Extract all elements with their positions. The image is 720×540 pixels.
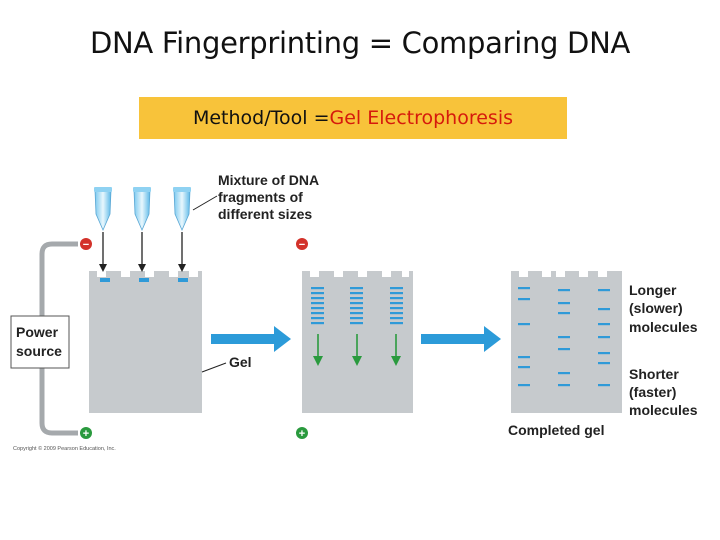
mixture-pointer-line [192,195,218,211]
loading-arrows [99,232,186,272]
shorter-label-2: (faster) [629,384,676,400]
power-source-label-1: Power [16,324,59,340]
gel-3 [511,271,622,413]
gel-2-negative-symbol: − [299,239,305,251]
process-arrow-2 [421,326,501,352]
method-banner: Method/Tool = Gel Electrophoresis [139,97,567,139]
mixture-label-1: Mixture of DNA [218,172,319,188]
longer-label-3: molecules [629,319,698,335]
method-prefix: Method/Tool = [192,107,330,129]
gel-2-negative-electrode [296,238,308,250]
gel-1-loaded-bands [100,278,188,282]
method-highlight: Gel Electrophoresis [329,107,514,129]
completed-gel-label: Completed gel [508,422,604,438]
shorter-label-1: Shorter [629,366,679,382]
gel-2-positive-symbol: + [299,428,305,440]
gel-1-well-band-1 [100,278,110,282]
longer-label-1: Longer [629,282,677,298]
gel-1-positive-electrode [80,427,92,439]
pipette-tube-2 [133,187,151,231]
gel-1-positive-symbol: + [83,428,89,440]
shorter-label-3: molecules [629,402,698,418]
gel-2-migrating-bands [311,287,403,325]
gel-pointer-line [201,362,227,373]
copyright-text: Copyright © 2009 Pearson Education, Inc. [13,445,116,452]
gel-3-separated-bands [518,287,610,387]
gel-label: Gel [229,354,252,370]
process-arrow-1 [211,326,291,352]
power-wire-top [39,241,78,316]
mixture-label-2: fragments of [218,189,303,205]
gel-1 [89,271,202,413]
slide-title: DNA Fingerprinting = Comparing DNA [89,26,631,60]
gel-1-negative-symbol: − [83,239,89,251]
gel-1-well-band-3 [178,278,188,282]
pipette-tube-3 [173,187,191,231]
pipette-tube-1 [94,187,112,231]
longer-label-2: (slower) [629,300,683,316]
power-source-label-2: source [16,343,62,359]
gel-2-migration-arrows [313,334,401,366]
mixture-label-3: different sizes [218,206,312,222]
gel-1-well-band-2 [139,278,149,282]
power-wire-bottom [39,368,78,436]
power-source-box [10,315,70,369]
gel-1-negative-electrode [80,238,92,250]
gel-2-positive-electrode [296,427,308,439]
